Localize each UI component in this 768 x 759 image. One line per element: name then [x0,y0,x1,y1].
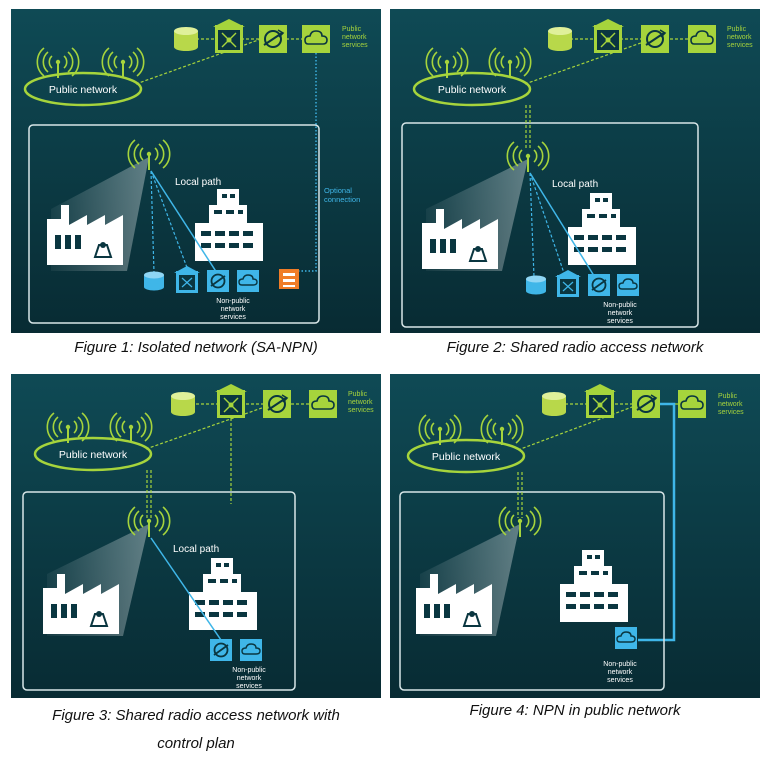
local-path-label: Local path [552,179,598,190]
cloud-icon [677,389,707,419]
database-icon [171,392,195,416]
user-plane-icon [640,24,670,54]
database-icon [174,27,198,51]
local-edge-icon [279,269,299,289]
cloud-icon [308,389,338,419]
cloud-icon [614,626,638,650]
database-icon [526,275,546,295]
user-plane-icon [262,389,292,419]
user-plane-icon [587,273,611,297]
user-plane-icon [206,269,230,293]
user-plane-icon [258,24,288,54]
figure-2-caption: Figure 2: Shared radio access network [446,339,704,356]
public-network-label: Public network [438,84,507,96]
figure-1-caption: Figure 1: Isolated network (SA-NPN) [74,339,318,356]
local-path-label: Local path [175,177,221,188]
cloud-icon [687,24,717,54]
public-network-label: Public network [49,84,118,96]
figure-3-caption-line-1: Figure 3: Shared radio access network wi… [52,707,340,724]
user-plane-icon [209,638,233,662]
cloud-icon [301,24,331,54]
figure-4-caption: Figure 4: NPN in public network [469,702,681,719]
local-path-label: Local path [173,544,219,555]
public-network-ellipse [23,71,143,107]
public-network-label: Public network [432,451,501,463]
figure-3-caption: Figure 3: Shared radio access network wi… [11,702,381,758]
public-network-label: Public network [59,449,128,461]
figure-3-caption-line-2: control plan [157,735,235,752]
cloud-icon [239,638,263,662]
cloud-icon [236,269,260,293]
user-plane-icon [631,389,661,419]
non-public-network-box [28,124,320,324]
database-icon [542,392,566,416]
cloud-icon [616,273,640,297]
database-icon [548,27,572,51]
database-icon [144,271,164,291]
